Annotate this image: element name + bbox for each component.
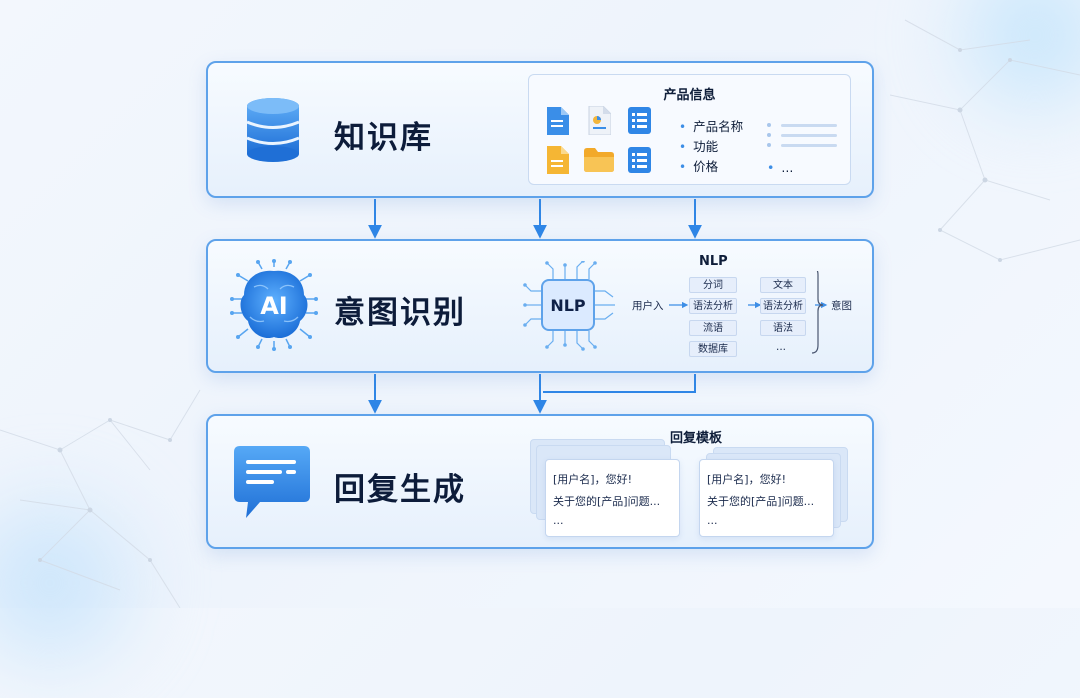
stage-title: 知识库 xyxy=(334,120,433,156)
reply-template-card: [用户名]，您好! 关于您的[产品]问题... ... xyxy=(699,459,834,537)
user-input-label: 用户入 xyxy=(632,300,664,312)
product-attribute-list: 产品名称 功能 价格 xyxy=(679,117,743,177)
nlp-flow-arrows xyxy=(669,271,828,354)
template-line: 关于您的[产品]问题... xyxy=(553,495,661,508)
list-item: 功能 xyxy=(679,137,743,157)
more-indicator: ... xyxy=(776,341,787,353)
nlp-tag: 分词 xyxy=(689,277,737,293)
reply-template-card: [用户名]，您好! 关于您的[产品]问题... ... xyxy=(545,459,680,537)
reply-generation-panel: 回复生成 回复模板 [用户名]，您好! 关于您的[产品]问题... ... [用… xyxy=(206,414,874,549)
card-title: 产品信息 xyxy=(663,88,716,103)
nlp-title: NLP xyxy=(699,254,728,269)
list-document-icon xyxy=(628,147,651,173)
nlp-tag: 流语 xyxy=(689,320,737,336)
intent-output-label: 意图 xyxy=(831,300,852,312)
nlp-tag: 语法分析 xyxy=(760,298,806,314)
reply-template-title: 回复模板 xyxy=(670,431,723,446)
chat-message-icon xyxy=(234,446,310,518)
template-line: ... xyxy=(707,514,718,527)
more-indicator: ... xyxy=(767,160,793,175)
template-line: 关于您的[产品]问题... xyxy=(707,495,815,508)
background-network-lines xyxy=(0,19,1080,608)
list-document-icon xyxy=(628,107,651,134)
chip-circuit-lines xyxy=(523,261,615,351)
template-line: [用户名]，您好! xyxy=(707,473,786,486)
folder-icon xyxy=(584,148,614,172)
list-item: 产品名称 xyxy=(679,117,743,137)
nlp-tag: 语法 xyxy=(760,320,806,336)
product-info-card: 产品信息 xyxy=(528,74,851,185)
ai-label: AI xyxy=(260,292,288,320)
knowledge-base-panel: 知识库 产品信息 xyxy=(206,61,874,198)
template-line: [用户名]，您好! xyxy=(553,473,632,486)
note-document-icon xyxy=(547,146,569,174)
chart-document-icon xyxy=(588,106,611,135)
flow-connectors xyxy=(368,199,702,414)
nlp-tag: 数据库 xyxy=(689,341,737,357)
nlp-tag: 语法分析 xyxy=(689,298,737,314)
intent-recognition-panel: AI 意图识别 NLP 用户入 NLP 意图 分词 语法分析 流语 数据 xyxy=(206,239,874,373)
stage-title: 意图识别 xyxy=(334,295,466,331)
ai-brain-icon: AI xyxy=(230,259,318,351)
list-item: 价格 xyxy=(679,157,743,177)
nlp-tag: 文本 xyxy=(760,277,806,293)
database-icon xyxy=(246,98,300,162)
template-line: ... xyxy=(553,514,564,527)
document-icon xyxy=(547,107,569,135)
nlp-chip: NLP xyxy=(541,279,595,331)
stage-title: 回复生成 xyxy=(334,472,466,508)
